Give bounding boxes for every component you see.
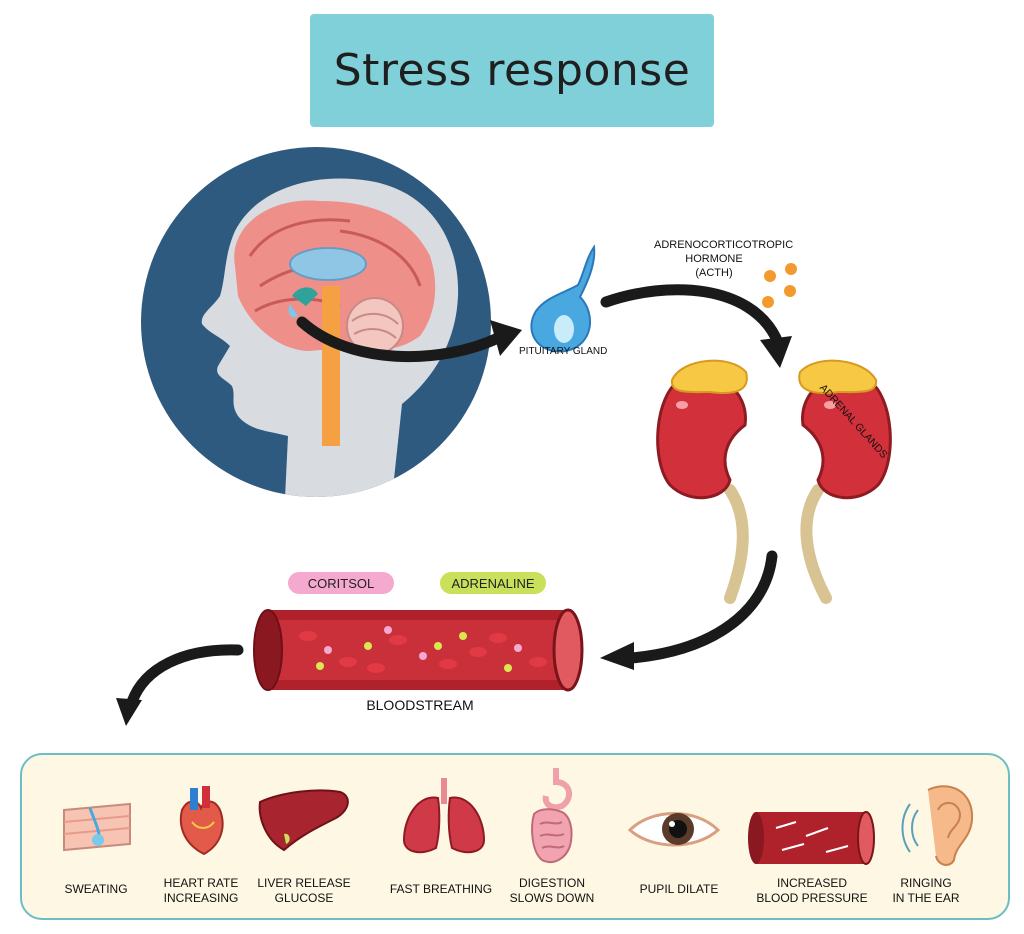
page-title: Stress response	[333, 45, 691, 96]
symptom-line-1: INCREASED	[776, 876, 847, 890]
head-brain-illustration	[141, 147, 491, 497]
symptom-line-1: FAST BREATHING	[389, 882, 493, 896]
symptom-label-breathing: FAST BREATHING	[381, 882, 501, 897]
symptom-line-2: GLUCOSE	[274, 891, 334, 905]
acth-molecules-icon	[762, 263, 797, 308]
symptom-line-1: LIVER RELEASE	[257, 876, 351, 890]
acth-label: ADRENOCORTICOTROPIC HORMONE (ACTH)	[654, 238, 794, 280]
pituitary-label: PITUITARY GLAND	[519, 346, 608, 357]
title-box: Stress response	[310, 14, 714, 127]
symptom-line-1: HEART RATE	[163, 876, 239, 890]
right-kidney-icon	[798, 359, 892, 604]
arrow-to-bloodstream	[600, 550, 778, 670]
symptom-line-2: INCREASING	[163, 891, 239, 905]
arrow-to-adrenal	[600, 284, 792, 368]
arrow-to-pituitary	[296, 316, 522, 363]
eye-icon	[627, 812, 721, 847]
symptom-line-2: BLOOD PRESSURE	[756, 891, 868, 905]
cortisol-label: CORITSOL	[307, 575, 375, 591]
adrenal-glands-kidneys-illustration	[656, 359, 892, 604]
heart-icon	[179, 786, 224, 856]
adrenaline-pill: ADRENALINE	[440, 572, 546, 594]
symptom-label-sweating: SWEATING	[36, 882, 156, 897]
symptom-line-1: SWEATING	[64, 882, 128, 896]
symptom-line-1: RINGING	[900, 876, 952, 890]
left-kidney-icon	[656, 359, 749, 604]
symptom-line-1: DIGESTION	[518, 876, 585, 890]
acth-line-2: HORMONE	[685, 253, 743, 265]
digestive-icon	[531, 768, 573, 864]
ear-icon	[901, 785, 974, 866]
blood-vessel-illustration	[253, 608, 584, 692]
arrow-to-symptoms	[116, 644, 244, 726]
symptom-line-2: IN THE EAR	[892, 891, 960, 905]
lungs-icon	[402, 778, 486, 854]
liver-icon	[258, 789, 349, 852]
blood-vessel-icon	[748, 811, 875, 865]
acth-line-1: ADRENOCORTICOTROPIC	[654, 239, 794, 251]
symptom-line-1: PUPIL DILATE	[639, 882, 719, 896]
pituitary-gland-icon	[530, 244, 596, 353]
bloodstream-label: BLOODSTREAM	[366, 697, 474, 713]
symptom-line-2: SLOWS DOWN	[509, 891, 595, 905]
adrenaline-label: ADRENALINE	[451, 575, 535, 591]
cortisol-pill: CORITSOL	[288, 572, 394, 594]
symptom-label-pupil: PUPIL DILATE	[619, 882, 739, 897]
skin-sweat-icon	[63, 802, 131, 852]
acth-line-3: (ACTH)	[695, 267, 733, 279]
